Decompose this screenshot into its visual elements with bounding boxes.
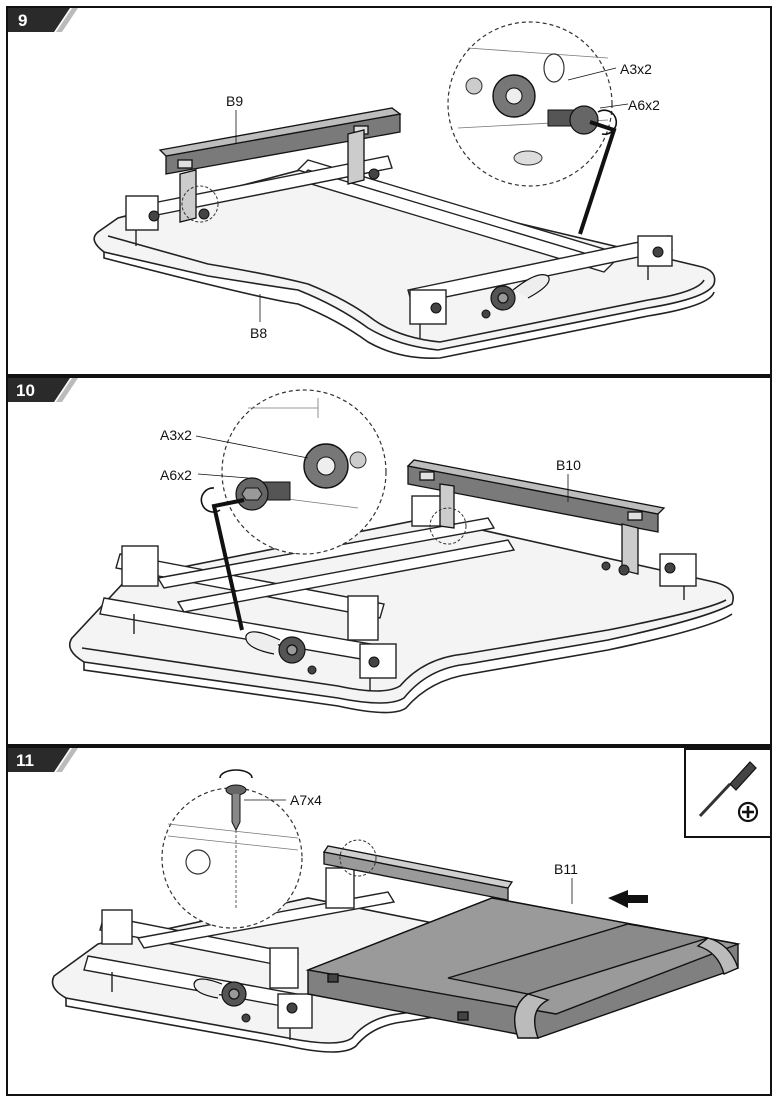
label-b8: B8 bbox=[250, 325, 267, 341]
detail-marker bbox=[429, 507, 467, 545]
bolts bbox=[148, 168, 664, 319]
step-11-panel: 11 bbox=[6, 746, 772, 1096]
label-a6x2: A6x2 bbox=[628, 97, 660, 113]
detail-callout bbox=[200, 389, 387, 555]
label-b9: B9 bbox=[226, 93, 243, 109]
screw-head bbox=[225, 784, 247, 796]
bolts bbox=[307, 561, 676, 675]
step-number: 11 bbox=[16, 751, 34, 770]
label-a6x2: A6x2 bbox=[160, 467, 192, 483]
step-number: 9 bbox=[18, 11, 27, 30]
detail-marker bbox=[339, 839, 377, 877]
label-a3x2: A3x2 bbox=[160, 427, 192, 443]
rotate-arrow-icon bbox=[219, 769, 253, 779]
step-badge: 10 bbox=[8, 378, 78, 402]
arrow-left-icon bbox=[608, 890, 648, 908]
step-10-panel: 10 bbox=[6, 376, 772, 746]
lock-knob bbox=[245, 631, 306, 664]
tool-indicator bbox=[684, 748, 770, 838]
rotate-arrow-icon bbox=[200, 487, 221, 513]
rail-b9 bbox=[158, 107, 402, 223]
step-badge: 11 bbox=[8, 748, 78, 772]
rail-b10 bbox=[406, 459, 666, 575]
lock-knob bbox=[193, 978, 247, 1007]
bolt bbox=[286, 1002, 298, 1014]
detail-marker bbox=[181, 185, 219, 223]
step-9-diagram: 9 bbox=[8, 8, 716, 359]
step-number: 10 bbox=[16, 381, 35, 400]
step-9-panel: 9 bbox=[6, 6, 772, 376]
step-badge: 9 bbox=[8, 8, 78, 32]
label-b11: B11 bbox=[554, 861, 578, 877]
rail bbox=[322, 845, 514, 901]
screwdriver-icon bbox=[698, 761, 759, 823]
tray-b11 bbox=[305, 897, 741, 1039]
step-10-diagram: 10 bbox=[8, 378, 734, 714]
step-11-diagram: 11 bbox=[8, 748, 741, 1053]
support-frame bbox=[125, 155, 673, 338]
label-b10: B10 bbox=[556, 457, 581, 473]
bolt bbox=[241, 1013, 251, 1023]
label-a7x4: A7x4 bbox=[290, 792, 322, 808]
detail-callout bbox=[447, 21, 618, 187]
phillips-plus-icon bbox=[737, 801, 759, 823]
hex-key-icon bbox=[578, 120, 617, 235]
detail-callout bbox=[161, 769, 303, 929]
hex-key-icon bbox=[211, 498, 245, 631]
lock-knob bbox=[490, 274, 550, 311]
rotate-arrow-icon bbox=[597, 109, 618, 136]
base-frame bbox=[93, 167, 716, 359]
label-a3x2: A3x2 bbox=[620, 61, 652, 77]
support-frame bbox=[99, 495, 697, 690]
